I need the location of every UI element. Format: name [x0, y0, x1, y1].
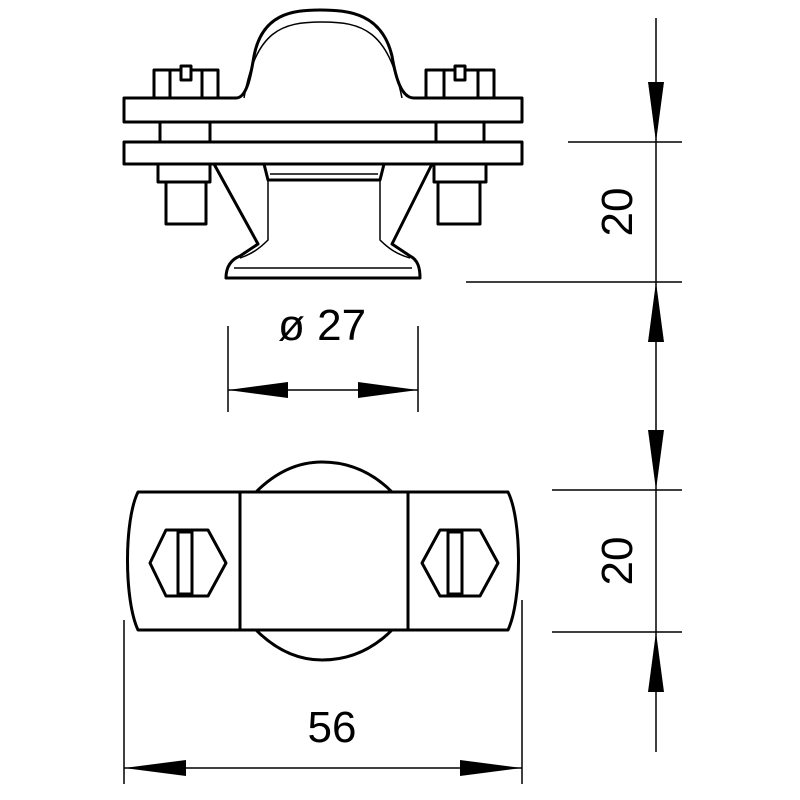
dimension-height-top-label: 20: [593, 537, 642, 586]
right-screw-head: [424, 64, 496, 100]
left-hex-screw: [148, 528, 228, 598]
dimension-vertical-axis: [466, 18, 682, 752]
base-plate: [122, 140, 524, 166]
dimension-diameter: ø 27: [227, 301, 419, 412]
right-screw-shank: [434, 120, 486, 144]
dimension-width-label: 56: [308, 703, 357, 752]
left-nut: [156, 162, 212, 226]
top-view: [126, 460, 520, 662]
round-base-top: [254, 460, 394, 494]
left-screw-shank: [158, 120, 212, 144]
pedestal: [212, 162, 434, 280]
left-screw-head: [152, 64, 220, 100]
side-view: [122, 8, 524, 280]
round-base-bottom: [254, 628, 394, 662]
right-hex-screw: [420, 528, 500, 598]
dimension-height-side-label: 20: [593, 188, 642, 237]
dimension-width: 56: [123, 600, 523, 784]
dimension-diameter-label: ø 27: [278, 301, 366, 350]
strap-outline: [126, 490, 520, 632]
right-nut: [432, 162, 488, 226]
